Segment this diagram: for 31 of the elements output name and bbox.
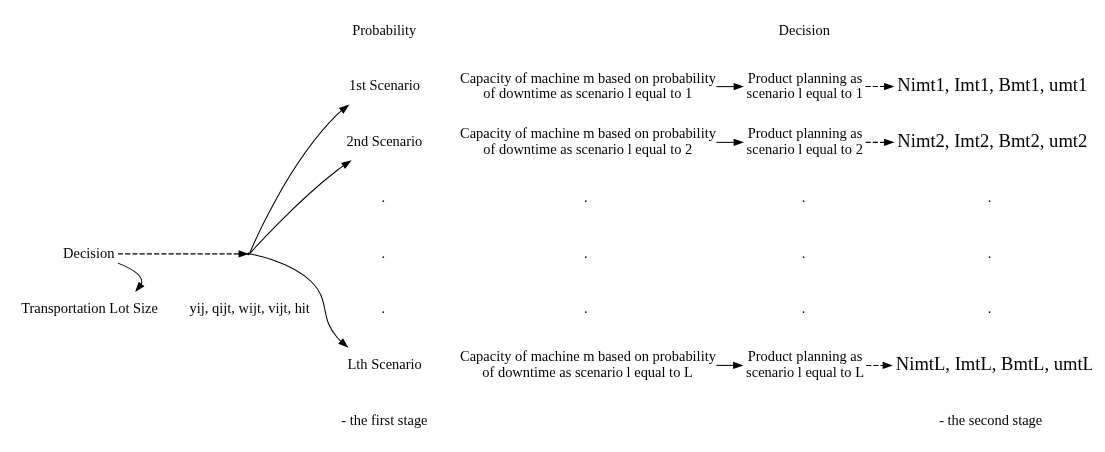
node-text: Decision bbox=[63, 244, 115, 261]
node-text: Product planning as scenario l equal to 1 bbox=[746, 69, 863, 102]
node-text: Capacity of machine m based on probability of downtime as scenario l equal to 1 bbox=[460, 69, 716, 102]
node-text: NimtL, ImtL, BmtL, umtL bbox=[895, 352, 1094, 374]
label: . bbox=[987, 300, 992, 317]
label: - the first stage bbox=[341, 411, 428, 428]
node-text: Capacity of machine m based on probability of downtime as scenario l equal to L bbox=[460, 348, 716, 380]
label: . bbox=[801, 244, 806, 261]
label: Probability bbox=[352, 21, 417, 38]
label: . bbox=[987, 188, 992, 205]
label: yij, qijt, wijt, vijt, hit bbox=[189, 300, 310, 317]
node-text: Lth Scenario bbox=[347, 356, 422, 373]
label: . bbox=[381, 244, 386, 261]
node-text: Transportation Lot Size bbox=[21, 300, 158, 317]
node-text: Product planning as scenario l equal to 2 bbox=[746, 125, 863, 157]
label: . bbox=[583, 244, 588, 261]
node-text: Nimt2, Imt2, Bmt2, umt2 bbox=[897, 129, 1088, 151]
label: . bbox=[381, 300, 386, 317]
node-text: 2nd Scenario bbox=[346, 133, 423, 150]
label: . bbox=[801, 188, 806, 205]
node-text: Capacity of machine m based on probability of downtime as scenario l equal to 2 bbox=[460, 125, 716, 157]
label: . bbox=[583, 188, 588, 205]
label: - the second stage bbox=[939, 411, 1043, 428]
label: . bbox=[801, 300, 806, 317]
node-text: Product planning as scenario l equal to L bbox=[746, 348, 864, 380]
node-text: 1st Scenario bbox=[349, 77, 421, 94]
label: . bbox=[987, 244, 992, 261]
node-text: Nimt1, Imt1, Bmt1, umt1 bbox=[897, 74, 1088, 96]
label: . bbox=[583, 300, 588, 317]
label: . bbox=[381, 188, 386, 205]
label: Decision bbox=[778, 21, 830, 38]
